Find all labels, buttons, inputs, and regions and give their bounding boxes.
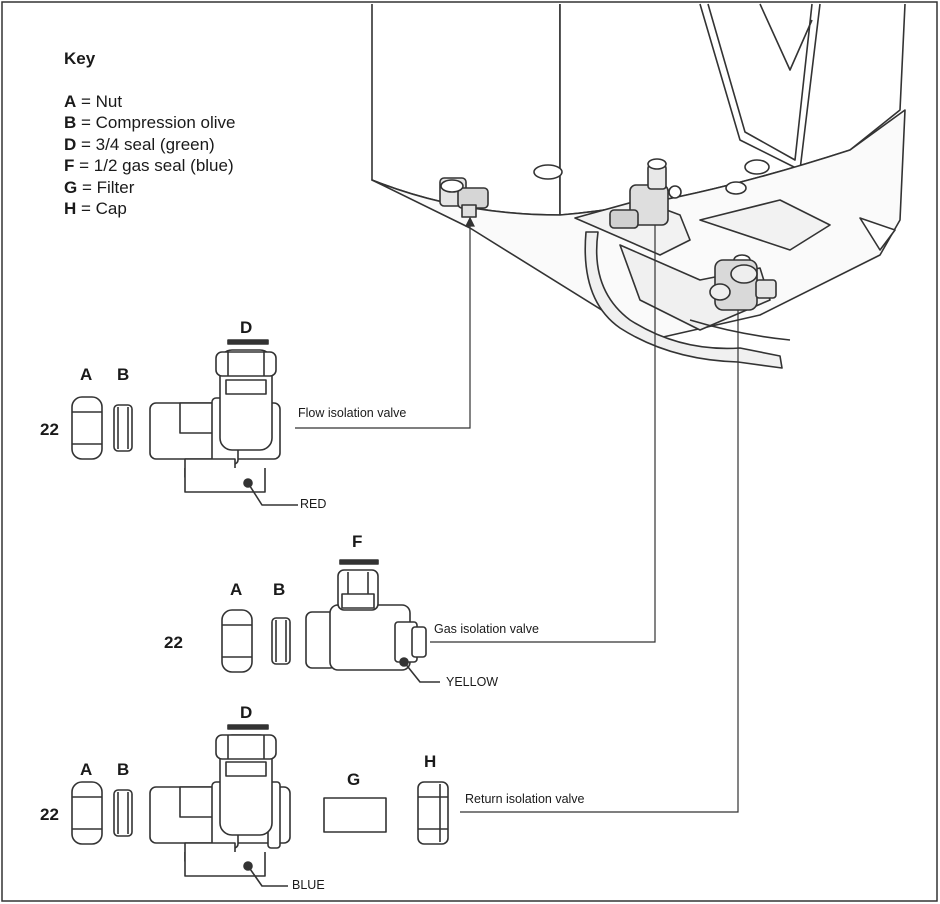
flow-nut bbox=[71, 396, 103, 460]
return-color-tag: BLUE bbox=[292, 878, 325, 892]
filter bbox=[323, 797, 387, 833]
gas-color-tag: YELLOW bbox=[446, 675, 499, 689]
flow-olive bbox=[113, 404, 133, 452]
return-valve-body bbox=[149, 734, 291, 887]
key-item-b: B = Compression olive bbox=[64, 113, 236, 132]
key-item-h: H = Cap bbox=[64, 199, 127, 218]
key-item-g: G = Filter bbox=[64, 177, 135, 197]
return-seal bbox=[227, 724, 269, 730]
boiler-illustration bbox=[371, 3, 906, 369]
leader-lines bbox=[295, 216, 739, 813]
return-valve-label: Return isolation valve bbox=[465, 792, 585, 806]
return-size: 22 bbox=[40, 805, 59, 824]
gas-label-a: A bbox=[230, 580, 243, 599]
gas-label-f: F bbox=[352, 532, 363, 551]
key-legend: Key A = Nut B = Compression olive D = 3/… bbox=[64, 48, 236, 220]
gas-valve-assembly bbox=[221, 559, 440, 683]
flow-valve-label: Flow isolation valve bbox=[298, 406, 407, 420]
return-nut bbox=[71, 781, 103, 845]
key-item-a: A = Nut bbox=[64, 91, 123, 111]
flow-valve-body bbox=[149, 349, 298, 506]
flow-label-d: D bbox=[240, 318, 253, 337]
return-label-b: B bbox=[117, 760, 130, 779]
key-item-f: F = 1/2 gas seal (blue) bbox=[64, 156, 234, 175]
return-label-g: G bbox=[347, 770, 361, 789]
gas-nut bbox=[221, 609, 253, 673]
flow-size: 22 bbox=[40, 420, 59, 439]
gas-size: 22 bbox=[164, 633, 183, 652]
key-title: Key bbox=[64, 49, 96, 68]
flow-label-b: B bbox=[117, 365, 130, 384]
flow-color-tag: RED bbox=[300, 497, 327, 511]
gas-valve-body bbox=[305, 569, 440, 683]
cap bbox=[417, 781, 449, 845]
return-olive bbox=[113, 789, 133, 837]
gas-valve-label: Gas isolation valve bbox=[434, 622, 539, 636]
key-item-d: D = 3/4 seal (green) bbox=[64, 134, 215, 154]
gas-olive bbox=[271, 617, 291, 665]
return-label-a: A bbox=[80, 760, 93, 779]
gas-seal bbox=[339, 559, 379, 565]
return-label-d: D bbox=[240, 703, 253, 722]
return-label-h: H bbox=[424, 752, 437, 771]
flow-valve-assembly bbox=[71, 339, 298, 506]
flow-label-a: A bbox=[80, 365, 93, 384]
return-valve-assembly bbox=[71, 724, 449, 887]
gas-label-b: B bbox=[273, 580, 286, 599]
flow-seal bbox=[227, 339, 269, 345]
